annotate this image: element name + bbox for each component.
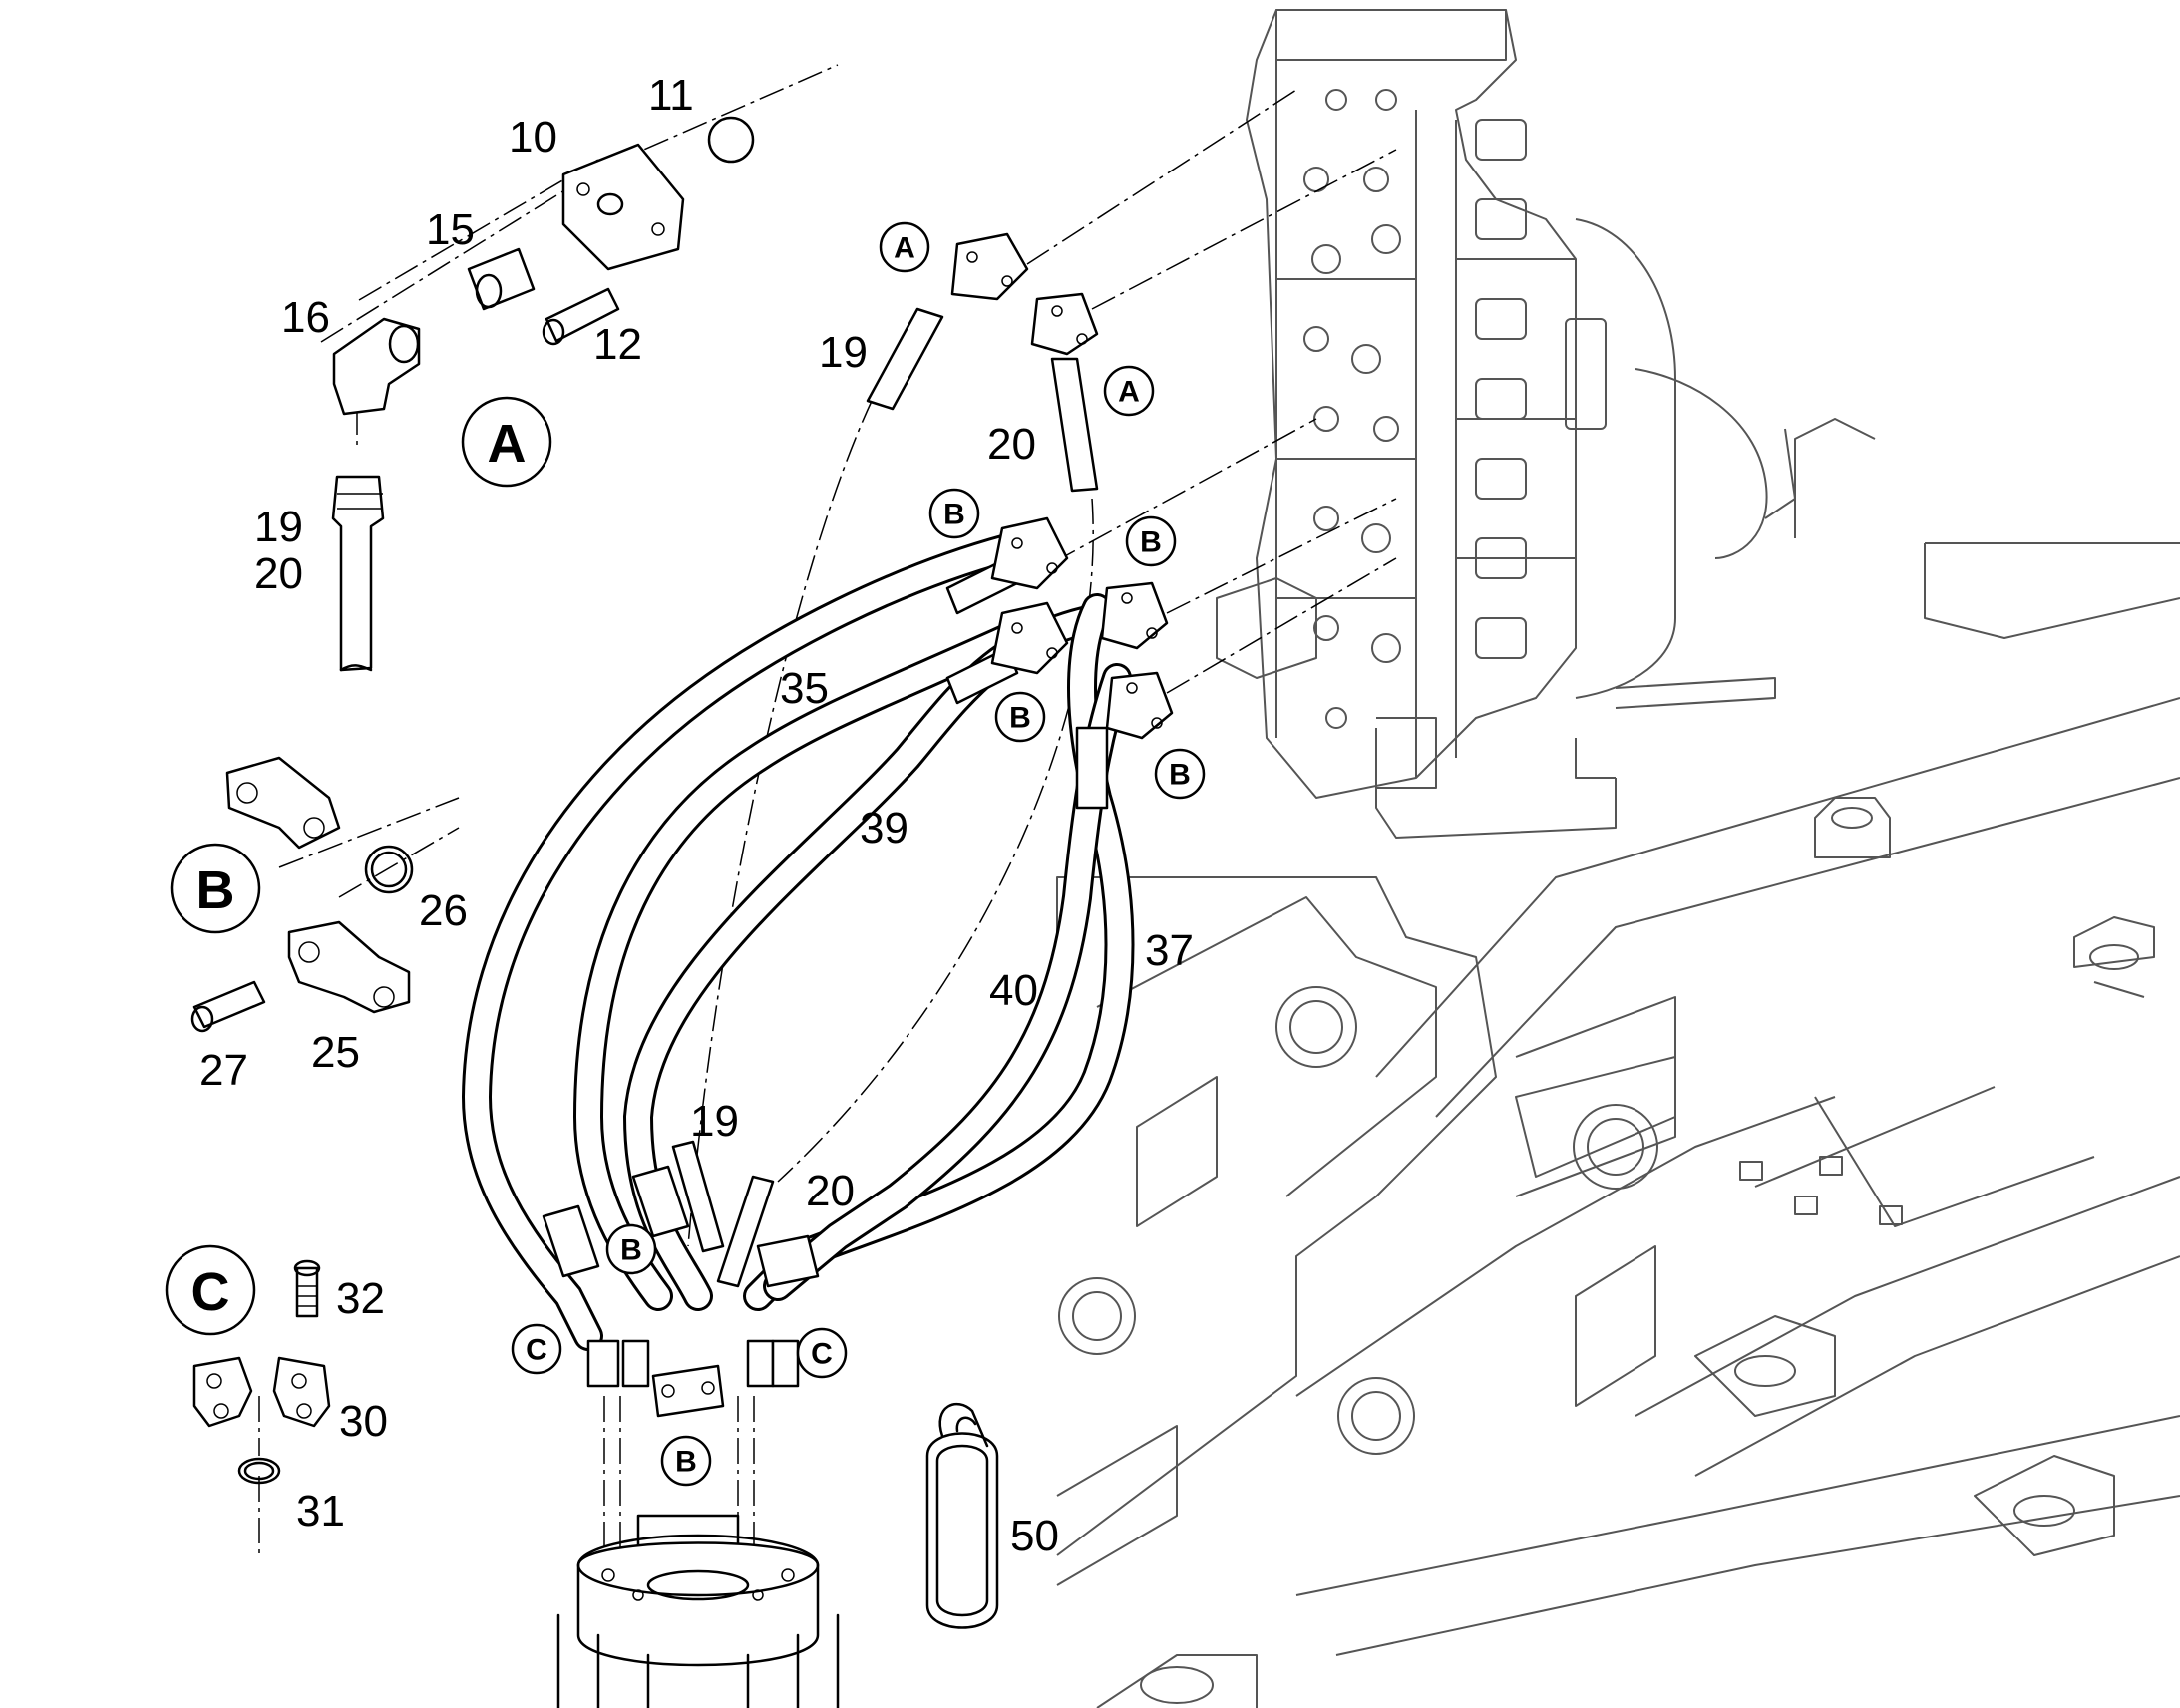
svg-text:A: A [1118, 376, 1140, 409]
callout-35: 35 [780, 664, 829, 713]
callout-20-lower: 20 [806, 1167, 855, 1215]
valve-flange-fittings [950, 232, 1174, 740]
marker-b-3: B [994, 691, 1046, 743]
machine-frame [1056, 418, 2180, 1708]
callout-19-upper: 19 [819, 328, 868, 377]
marker-c-left: C [511, 1323, 562, 1375]
bolt-32 [295, 1266, 319, 1318]
half-clamp-left [192, 1356, 253, 1428]
svg-text:B: B [1009, 702, 1031, 735]
svg-text:B: B [675, 1446, 697, 1479]
svg-text:A: A [894, 232, 915, 265]
detail-label-a-large: A [461, 396, 552, 488]
marker-b-5: B [605, 1223, 657, 1275]
callout-19-20-b: 20 [254, 549, 303, 598]
detail-label-c-large: C [165, 1244, 256, 1336]
control-valve-block [1216, 9, 1796, 839]
callout-19-20-a: 19 [254, 503, 303, 551]
half-flange-upper [225, 756, 341, 850]
detail-label-b-large: B [170, 843, 261, 934]
detail-c-parts [192, 1259, 331, 1485]
bolt-27 [192, 980, 266, 1029]
flange-10 [561, 143, 685, 271]
half-clamp-right [272, 1356, 331, 1428]
marker-a-upper-right: A [1103, 365, 1155, 417]
callout-31: 31 [296, 1487, 345, 1536]
callout-39: 39 [860, 804, 908, 853]
swivel-joint-and-lower-fittings [556, 1339, 840, 1708]
callout-32: 32 [336, 1274, 385, 1323]
svg-text:C: C [526, 1334, 547, 1367]
bolt-12 [545, 287, 620, 343]
callout-26: 26 [419, 886, 468, 935]
svg-text:A: A [488, 414, 527, 474]
marker-b-6: B [660, 1435, 712, 1487]
detail-markers: A B C A A B B B [165, 221, 1206, 1487]
detail-b-parts [190, 756, 414, 1033]
callout-40: 40 [989, 966, 1038, 1015]
callout-15: 15 [426, 205, 475, 254]
adapter-15 [467, 247, 536, 311]
callout-27: 27 [199, 1046, 248, 1095]
svg-text:B: B [1140, 526, 1162, 559]
callout-25: 25 [311, 1028, 360, 1077]
marker-c-right: C [796, 1327, 848, 1379]
callout-10: 10 [509, 113, 557, 162]
callout-12: 12 [593, 320, 642, 369]
strap-50 [925, 1402, 999, 1629]
hose-end-19-20 [331, 475, 385, 672]
svg-text:B: B [943, 499, 965, 531]
callout-16: 16 [281, 293, 330, 342]
callout-30: 30 [339, 1397, 388, 1446]
marker-b-2: B [1125, 515, 1177, 567]
callout-11: 11 [648, 71, 694, 120]
marker-b-4: B [1154, 748, 1206, 800]
svg-text:C: C [191, 1262, 230, 1322]
detail-a-parts [331, 116, 755, 672]
callout-37: 37 [1145, 926, 1194, 975]
svg-text:C: C [811, 1338, 833, 1371]
half-flange-25 [287, 920, 411, 1014]
part-callouts: 11 10 15 16 12 19 20 19 20 35 39 37 40 1… [199, 71, 1194, 1560]
marker-b-1: B [928, 488, 980, 539]
hoses [461, 307, 1135, 1351]
svg-text:B: B [196, 860, 235, 920]
callout-50: 50 [1010, 1512, 1059, 1560]
elbow-16 [332, 317, 421, 416]
callout-19-lower: 19 [690, 1097, 739, 1146]
svg-text:B: B [1169, 759, 1191, 792]
marker-a-upper-left: A [879, 221, 930, 273]
callout-20-upper: 20 [987, 420, 1036, 469]
svg-text:B: B [620, 1234, 642, 1267]
